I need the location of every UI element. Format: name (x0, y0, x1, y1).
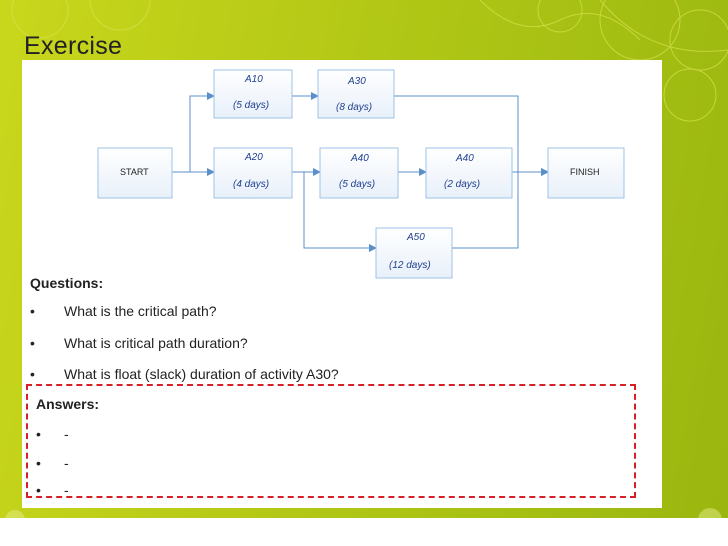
activity-a30-duration: (8 days) (336, 102, 372, 113)
bullet-icon: • (30, 335, 35, 351)
answer-item: - (64, 482, 69, 498)
activity-a20-name: A20 (244, 152, 263, 163)
bottom-band (0, 518, 728, 546)
network-diagram: START A10 (5 days) A30 (8 days) A20 (4 d… (97, 69, 625, 279)
answer-item: - (64, 426, 69, 442)
activity-a50-duration: (12 days) (389, 260, 431, 271)
activity-a10-name: A10 (244, 74, 263, 85)
answers-heading: Answers: (36, 396, 100, 412)
content-panel (22, 60, 662, 508)
slide-title: Exercise (24, 32, 123, 60)
activity-a20: A20 (4 days) (213, 147, 293, 199)
questions-heading: Questions: (30, 275, 104, 291)
activity-a50: A50 (12 days) (375, 227, 453, 279)
answer-item: - (64, 455, 69, 471)
activity-a40-first: A40 (5 days) (319, 147, 399, 199)
question-item: What is the critical path? (64, 303, 217, 319)
finish-node: FINISH (547, 147, 625, 199)
activity-a40-first-name: A40 (350, 153, 369, 164)
activity-a10-duration: (5 days) (233, 100, 269, 111)
activity-a30: A30 (8 days) (317, 69, 395, 119)
start-node: START (97, 147, 173, 199)
answers-box (26, 384, 636, 498)
activity-a10: A10 (5 days) (213, 69, 293, 119)
bullet-icon: • (36, 426, 41, 442)
activity-a40-first-duration: (5 days) (339, 179, 375, 190)
activity-a20-duration: (4 days) (233, 179, 269, 190)
bullet-icon: • (36, 455, 41, 471)
activity-a30-name: A30 (347, 76, 366, 87)
bullet-icon: • (30, 303, 35, 319)
activity-a50-name: A50 (406, 232, 425, 243)
question-item: What is critical path duration? (64, 335, 248, 351)
activity-a40-second-duration: (2 days) (444, 179, 480, 190)
finish-label: FINISH (570, 167, 600, 177)
bullet-icon: • (30, 366, 35, 382)
activity-a40-second-name: A40 (455, 153, 474, 164)
activity-a40-second: A40 (2 days) (425, 147, 513, 199)
bullet-icon: • (36, 482, 41, 498)
connector-lines (172, 92, 549, 252)
question-item: What is float (slack) duration of activi… (64, 366, 339, 382)
start-label: START (120, 167, 149, 177)
